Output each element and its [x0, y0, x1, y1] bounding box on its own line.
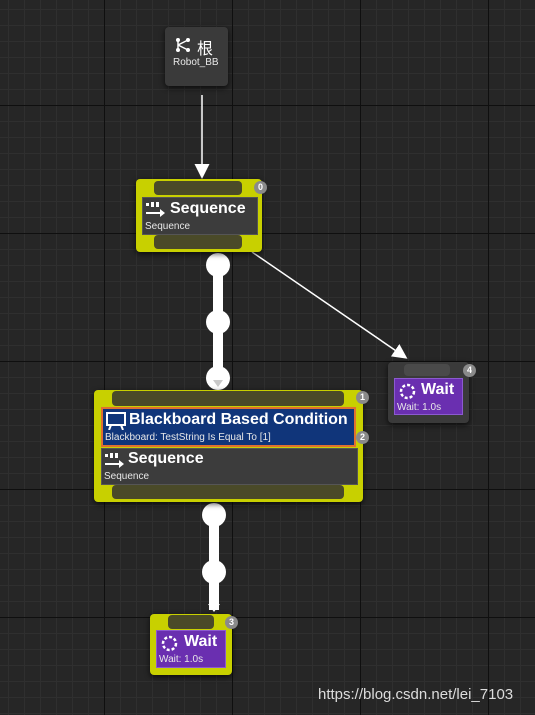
- root-label: 根: [197, 41, 214, 58]
- sequence-icon: [105, 453, 124, 468]
- wire-sequence-to-wait-right: [251, 251, 408, 359]
- sequence-title: Sequence: [170, 200, 246, 217]
- execution-index-badge: 3: [225, 616, 238, 629]
- wait-node-right[interactable]: Wait Wait: 1.0s 4: [388, 362, 476, 423]
- decorator-title: Blackboard Based Condition: [129, 411, 348, 428]
- wait-title: Wait: [184, 633, 218, 650]
- input-pin[interactable]: [112, 391, 344, 406]
- blackboard-decorator[interactable]: [101, 407, 356, 447]
- sequence-panel: [101, 448, 358, 485]
- wait-icon: [399, 383, 416, 400]
- tree-root-icon: [176, 38, 190, 52]
- active-wire-top: [206, 253, 230, 390]
- decorator-index-badge: 1: [356, 391, 369, 404]
- output-pin[interactable]: [112, 485, 344, 499]
- wait-node-bottom[interactable]: Wait Wait: 1.0s 3: [150, 614, 238, 675]
- sequence-subtitle: Sequence: [104, 471, 150, 482]
- decorator-subtitle: Blackboard: TestString Is Equal To [1]: [105, 432, 271, 443]
- output-pin[interactable]: [154, 235, 242, 249]
- wait-icon: [161, 635, 178, 652]
- watermark: https://blog.csdn.net/lei_7103: [318, 686, 514, 703]
- execution-index-badge: 4: [463, 364, 476, 377]
- sequence-title: Sequence: [128, 450, 204, 467]
- active-wire-bottom: [202, 503, 226, 610]
- sequence-node-top[interactable]: Sequence Sequence 0: [136, 179, 267, 252]
- sequence-subtitle: Sequence: [145, 221, 191, 232]
- blackboard-icon: [106, 412, 126, 430]
- wait-subtitle: Wait: 1.0s: [159, 654, 204, 665]
- sequence-icon: [146, 202, 165, 217]
- wait-subtitle: Wait: 1.0s: [397, 402, 442, 413]
- root-subtitle: Robot_BB: [173, 57, 219, 68]
- input-pin[interactable]: [154, 181, 242, 195]
- sequence-panel: [142, 197, 258, 235]
- sequence-node-middle[interactable]: Blackboard Based Condition Blackboard: T…: [94, 390, 369, 502]
- wait-title: Wait: [421, 381, 455, 398]
- input-pin[interactable]: [168, 615, 214, 629]
- execution-index-badge: 2: [356, 431, 369, 444]
- execution-index-badge: 0: [254, 181, 267, 194]
- input-pin[interactable]: [404, 364, 450, 376]
- root-node[interactable]: 根 Robot_BB: [165, 27, 228, 86]
